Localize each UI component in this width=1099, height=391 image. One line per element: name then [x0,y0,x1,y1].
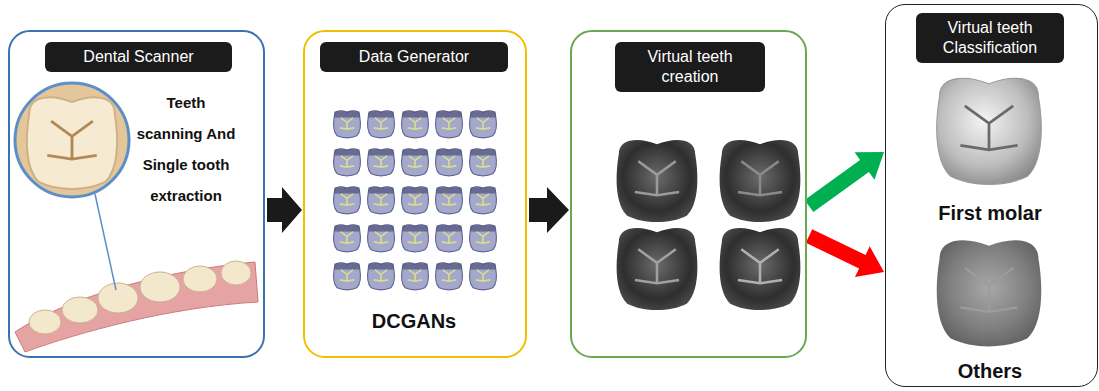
scanner-panel: Dental ScannerTeeth scanning And Single … [8,30,265,358]
step-description: Teeth scanning And Single tooth extracti… [132,87,240,211]
accept-arrow [805,152,884,212]
panel-header: Dental Scanner [45,42,232,72]
generator-panel: Data GeneratorDCGANs [303,30,527,358]
generated-samples-grid [330,105,500,295]
reject-arrow [806,229,884,277]
classification-panel: Virtual teeth ClassificationFirst molarO… [885,4,1098,387]
flow-arrow [529,187,569,233]
class-label: Others [886,359,1094,383]
panel-header: Data Generator [320,42,508,72]
class-label: First molar [886,201,1094,225]
virtual-teeth-images [617,140,801,310]
model-name: DCGANs [305,309,523,333]
panel-header: Virtual teeth creation [615,42,765,92]
panel-header: Virtual teeth Classification [916,13,1064,63]
creation-panel: Virtual teeth creation [570,30,807,358]
flow-arrow [267,187,302,233]
scanner-illustration [15,83,258,352]
